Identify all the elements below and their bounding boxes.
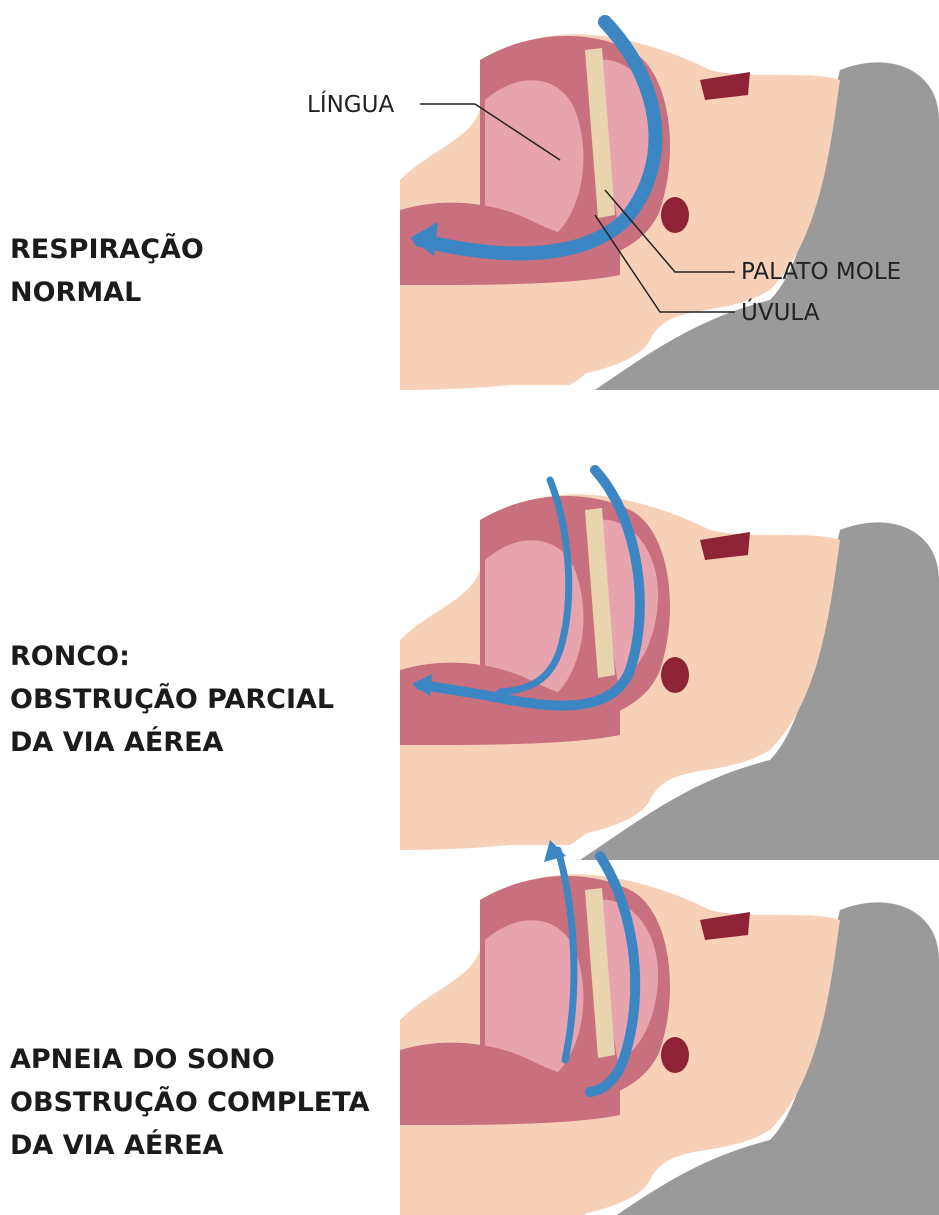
- tongue-label: LÍNGUA: [307, 92, 394, 118]
- panel-label-normal: RESPIRAÇÃO NORMAL: [10, 228, 204, 314]
- panel-normal-breathing: RESPIRAÇÃO NORMAL LÍNGUA PALATO MOLE ÚVU…: [0, 0, 939, 390]
- panel-sleep-apnea: APNEIA DO SONO OBSTRUÇÃO COMPLETA DA VIA…: [0, 830, 939, 1205]
- panel-snoring: RONCO: OBSTRUÇÃO PARCIAL DA VIA AÉREA: [0, 420, 939, 820]
- airway-illustration-snoring: [390, 460, 939, 860]
- airway-illustration-apnea: [390, 840, 939, 1215]
- airway-opening: [661, 657, 689, 693]
- uvula-label: ÚVULA: [741, 300, 819, 326]
- panel-label-snoring: RONCO: OBSTRUÇÃO PARCIAL DA VIA AÉREA: [10, 635, 334, 764]
- airway-opening: [661, 197, 689, 233]
- soft-palate-label: PALATO MOLE: [741, 259, 901, 285]
- panel-label-apnea: APNEIA DO SONO OBSTRUÇÃO COMPLETA DA VIA…: [10, 1038, 369, 1167]
- airway-illustration-normal: [390, 0, 939, 390]
- airway-opening: [661, 1037, 689, 1073]
